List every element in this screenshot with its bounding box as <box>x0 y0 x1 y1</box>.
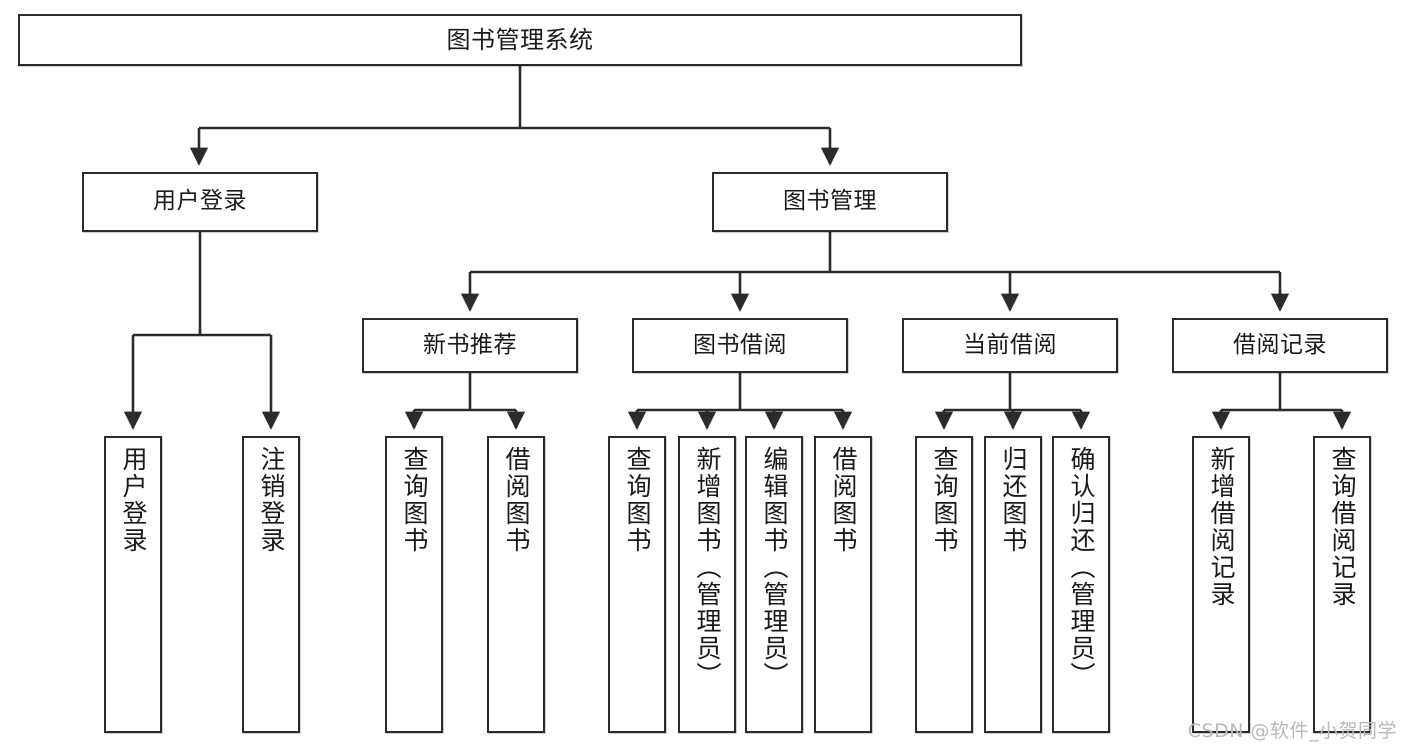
node-leaf-add-borrow-record-label: 新增借阅记录 <box>1207 446 1236 608</box>
node-leaf-query-book-borrow-label: 查询图书 <box>623 446 652 554</box>
node-new-book-recommend-label: 新书推荐 <box>423 331 517 358</box>
node-current-borrow-label: 当前借阅 <box>963 331 1057 358</box>
node-new-book-recommend[interactable]: 新书推荐 <box>362 318 578 373</box>
node-leaf-borrow-book[interactable]: 借阅图书 <box>814 436 872 733</box>
node-leaf-query-book-borrow[interactable]: 查询图书 <box>608 436 666 733</box>
node-leaf-confirm-return-label: 确认归还（管理员） <box>1067 446 1096 689</box>
node-user-login-label: 用户登录 <box>153 188 247 215</box>
node-leaf-query-book-current[interactable]: 查询图书 <box>915 436 973 733</box>
node-leaf-borrow-book-recommend-label: 借阅图书 <box>502 446 531 554</box>
node-user-login[interactable]: 用户登录 <box>82 172 318 232</box>
node-leaf-borrow-book-label: 借阅图书 <box>829 446 858 554</box>
node-root-label: 图书管理系统 <box>446 25 594 54</box>
node-book-borrow[interactable]: 图书借阅 <box>632 318 848 373</box>
node-leaf-edit-book[interactable]: 编辑图书（管理员） <box>745 436 803 733</box>
node-book-manage-label: 图书管理 <box>783 188 877 215</box>
node-leaf-add-book-label: 新增图书（管理员） <box>693 446 722 689</box>
node-book-borrow-label: 图书借阅 <box>693 331 787 358</box>
node-leaf-query-borrow-record-label: 查询借阅记录 <box>1328 446 1357 608</box>
node-leaf-user-login[interactable]: 用户登录 <box>104 436 162 733</box>
node-leaf-add-borrow-record[interactable]: 新增借阅记录 <box>1192 436 1250 733</box>
node-leaf-confirm-return[interactable]: 确认归还（管理员） <box>1052 436 1110 733</box>
node-book-manage[interactable]: 图书管理 <box>712 172 948 232</box>
node-root-system[interactable]: 图书管理系统 <box>18 14 1022 66</box>
node-leaf-user-login-label: 用户登录 <box>119 446 148 554</box>
csdn-watermark: CSDN @软件_小贺同学 <box>1187 720 1397 742</box>
node-borrow-record-label: 借阅记录 <box>1233 331 1327 358</box>
node-leaf-logout-label: 注销登录 <box>257 446 286 554</box>
node-leaf-borrow-book-recommend[interactable]: 借阅图书 <box>487 436 545 733</box>
node-leaf-edit-book-label: 编辑图书（管理员） <box>760 446 789 689</box>
node-leaf-query-book-recommend-label: 查询图书 <box>400 446 429 554</box>
node-leaf-query-book-recommend[interactable]: 查询图书 <box>385 436 443 733</box>
node-leaf-query-borrow-record[interactable]: 查询借阅记录 <box>1313 436 1371 733</box>
node-current-borrow[interactable]: 当前借阅 <box>902 318 1118 373</box>
node-borrow-record[interactable]: 借阅记录 <box>1172 318 1388 373</box>
node-leaf-query-book-current-label: 查询图书 <box>930 446 959 554</box>
node-leaf-logout[interactable]: 注销登录 <box>242 436 300 733</box>
node-leaf-return-book[interactable]: 归还图书 <box>984 436 1042 733</box>
node-leaf-add-book[interactable]: 新增图书（管理员） <box>678 436 736 733</box>
node-leaf-return-book-label: 归还图书 <box>999 446 1028 554</box>
